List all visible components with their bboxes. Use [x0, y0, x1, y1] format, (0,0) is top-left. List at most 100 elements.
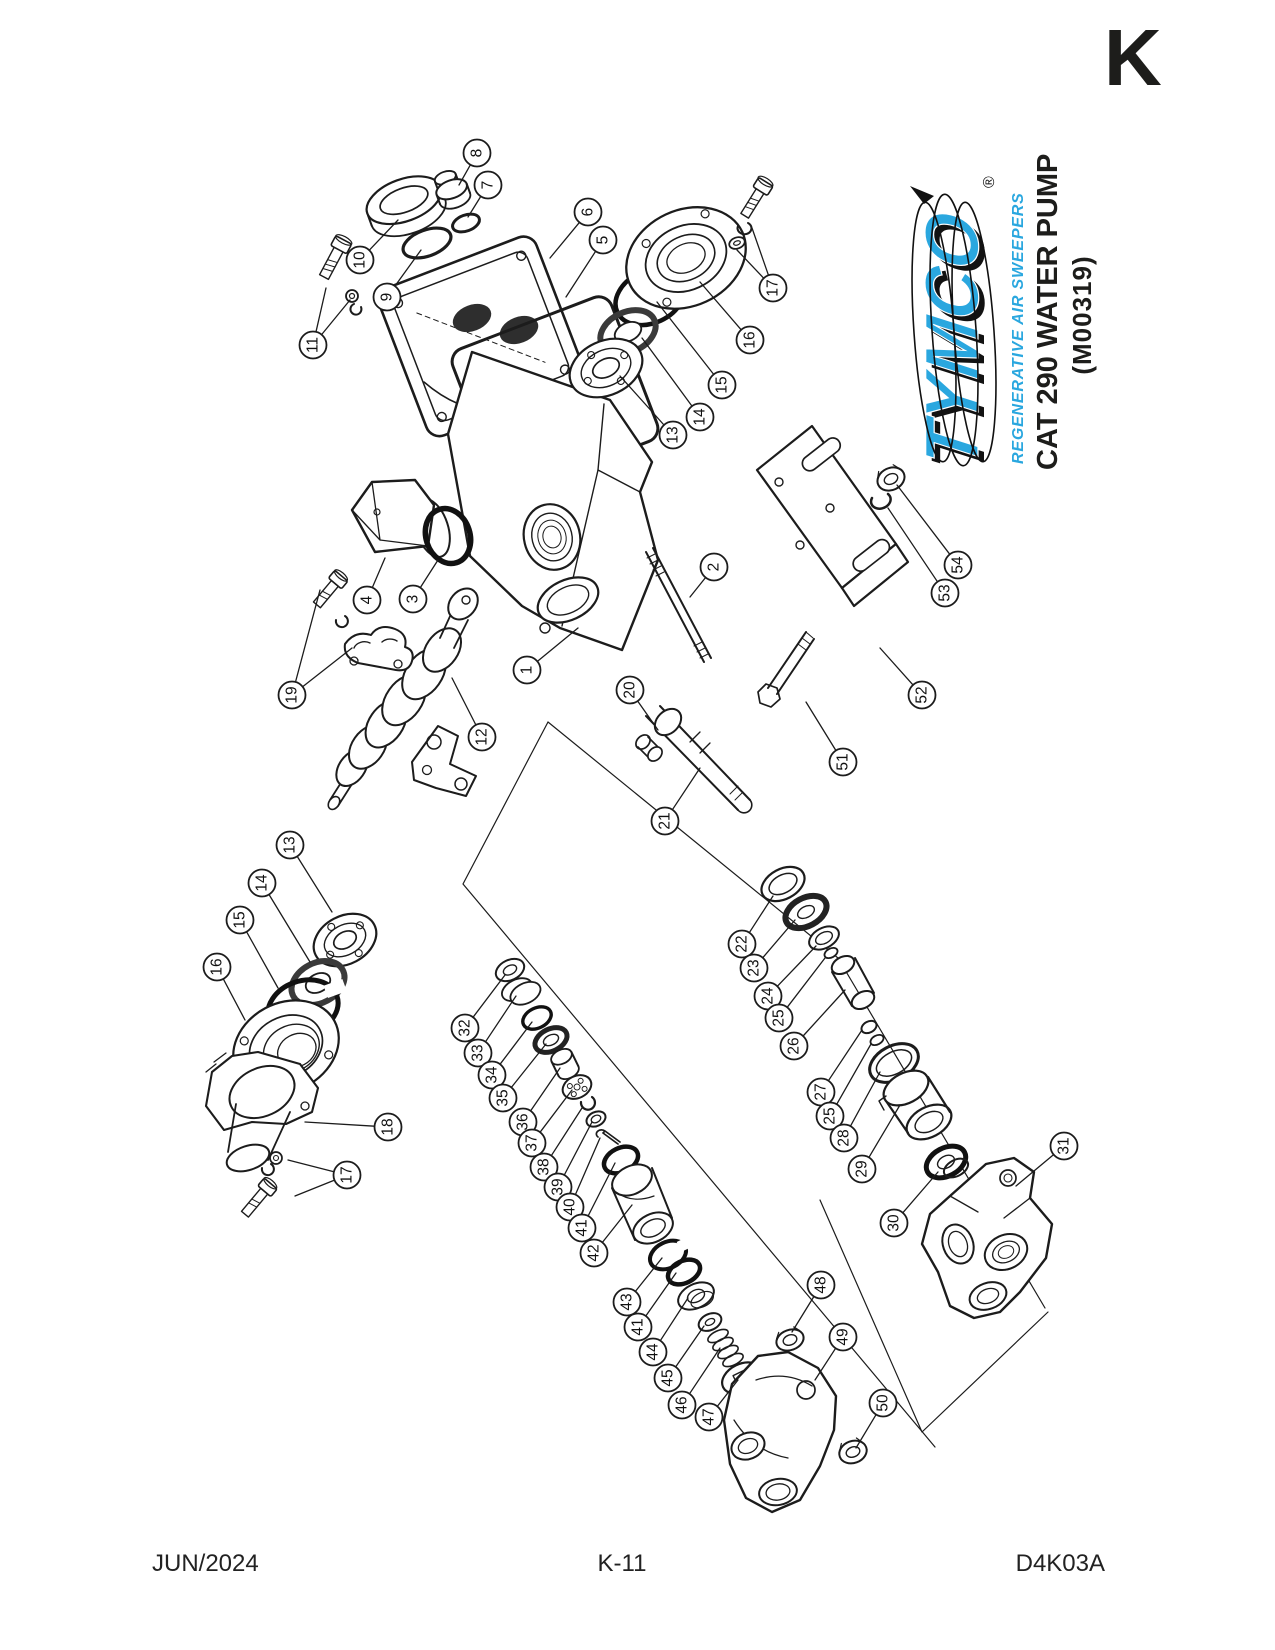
callout-17: 17: [287, 1159, 362, 1197]
svg-text:44: 44: [645, 1343, 662, 1361]
svg-text:43: 43: [619, 1293, 636, 1310]
callout-43: 43: [612, 1257, 663, 1317]
svg-text:16: 16: [742, 331, 759, 348]
svg-text:42: 42: [586, 1244, 603, 1261]
part-boss-4: [350, 478, 451, 558]
callout-29: 29: [847, 1104, 901, 1184]
svg-text:36: 36: [515, 1113, 532, 1130]
part-bolt-51: [757, 631, 815, 708]
callout-32: 32: [450, 974, 506, 1043]
svg-text:51: 51: [835, 753, 852, 770]
svg-text:18: 18: [380, 1118, 397, 1135]
callout-36: 36: [508, 1067, 561, 1137]
callout-35: 35: [488, 1043, 547, 1113]
svg-text:17: 17: [765, 279, 782, 296]
footer-doc-code: D4K03A: [1015, 1550, 1105, 1577]
svg-text:15: 15: [232, 911, 249, 928]
svg-text:3: 3: [405, 595, 422, 604]
svg-text:21: 21: [657, 812, 674, 829]
svg-text:15: 15: [714, 376, 731, 393]
part-spring-45: [707, 1328, 744, 1368]
callout-4: 4: [352, 557, 386, 615]
svg-text:39: 39: [550, 1178, 567, 1195]
callout-38: 38: [529, 1107, 583, 1182]
svg-text:31: 31: [1056, 1137, 1073, 1154]
svg-text:7: 7: [480, 181, 497, 190]
callout-20: 20: [615, 675, 659, 731]
part-bracket-52: [755, 424, 910, 608]
svg-text:4: 4: [359, 595, 376, 604]
part-nut-50: [838, 1437, 868, 1465]
svg-text:53: 53: [937, 584, 954, 601]
callout-23: 23: [739, 919, 796, 983]
svg-text:46: 46: [674, 1396, 691, 1413]
callout-33: 33: [463, 995, 517, 1068]
svg-text:8: 8: [469, 149, 486, 158]
reference-lines: [462, 721, 1049, 1448]
callout-28: 28: [829, 1071, 881, 1153]
callout-49: 49: [814, 1322, 858, 1381]
callout-37: 37: [517, 1089, 573, 1158]
svg-text:32: 32: [457, 1019, 474, 1036]
callout-3: 3: [398, 559, 439, 614]
section-letter: K: [1104, 13, 1162, 102]
svg-text:13: 13: [282, 836, 299, 853]
svg-text:40: 40: [562, 1198, 579, 1216]
svg-text:13: 13: [665, 426, 682, 443]
svg-text:5: 5: [595, 236, 612, 245]
callout-9: 9: [372, 249, 422, 312]
part-shaft-21: [645, 705, 753, 814]
footer-page-number: K-11: [597, 1550, 647, 1577]
callout-51: 51: [805, 701, 858, 777]
callout-40: 40: [555, 1137, 601, 1222]
part-plug-8: [433, 170, 472, 210]
callout-52: 52: [879, 647, 937, 710]
svg-text:12: 12: [474, 728, 491, 745]
callout-41: 41: [623, 1272, 677, 1342]
logo-tagline: REGENERATIVE AIR SWEEPERS: [1010, 192, 1027, 464]
callout-21: 21: [650, 767, 701, 836]
callout-11: 11: [298, 287, 351, 360]
tymco-logo: TYMCO TYMCO ®: [910, 176, 1001, 477]
svg-text:48: 48: [813, 1276, 830, 1293]
part-rod-set-19: [312, 569, 477, 797]
svg-text:14: 14: [254, 874, 271, 892]
callout-5: 5: [565, 225, 618, 298]
callout-22: 22: [727, 895, 774, 959]
product-code: (M00319): [1067, 255, 1097, 375]
callout-34: 34: [477, 1021, 533, 1090]
callout-16: 16: [202, 952, 246, 1021]
svg-text:33: 33: [470, 1044, 487, 1061]
callout-14: 14: [641, 337, 715, 432]
svg-text:47: 47: [701, 1408, 718, 1425]
svg-text:14: 14: [692, 408, 709, 426]
part-clip-53: [869, 492, 892, 510]
callout-15: 15: [656, 301, 737, 400]
svg-text:9: 9: [379, 293, 396, 302]
part-oring-3: [422, 505, 474, 567]
svg-text:41: 41: [630, 1318, 647, 1335]
callout-25: 25: [815, 1043, 872, 1131]
part-sleeve-29: [878, 1069, 953, 1141]
callout-42: 42: [579, 1204, 633, 1268]
callout-24: 24: [753, 945, 817, 1011]
svg-text:28: 28: [836, 1129, 853, 1146]
callout-31: 31: [1015, 1131, 1079, 1187]
callout-44: 44: [638, 1297, 689, 1367]
svg-text:20: 20: [622, 681, 639, 699]
callout-54: 54: [896, 484, 973, 580]
part-plunger-42: [611, 1163, 674, 1245]
svg-text:30: 30: [886, 1214, 903, 1232]
part-bolt-11: [318, 234, 363, 316]
svg-text:6: 6: [580, 208, 597, 217]
callout-13: 13: [275, 830, 333, 913]
svg-text:1: 1: [519, 666, 536, 675]
part-pin-26: [830, 954, 876, 1011]
svg-text:27: 27: [813, 1083, 830, 1100]
svg-text:26: 26: [786, 1037, 803, 1054]
callout-27: 27: [806, 1029, 863, 1107]
part-bearing-flange-right: [625, 206, 747, 310]
registered-mark: ®: [981, 176, 998, 188]
